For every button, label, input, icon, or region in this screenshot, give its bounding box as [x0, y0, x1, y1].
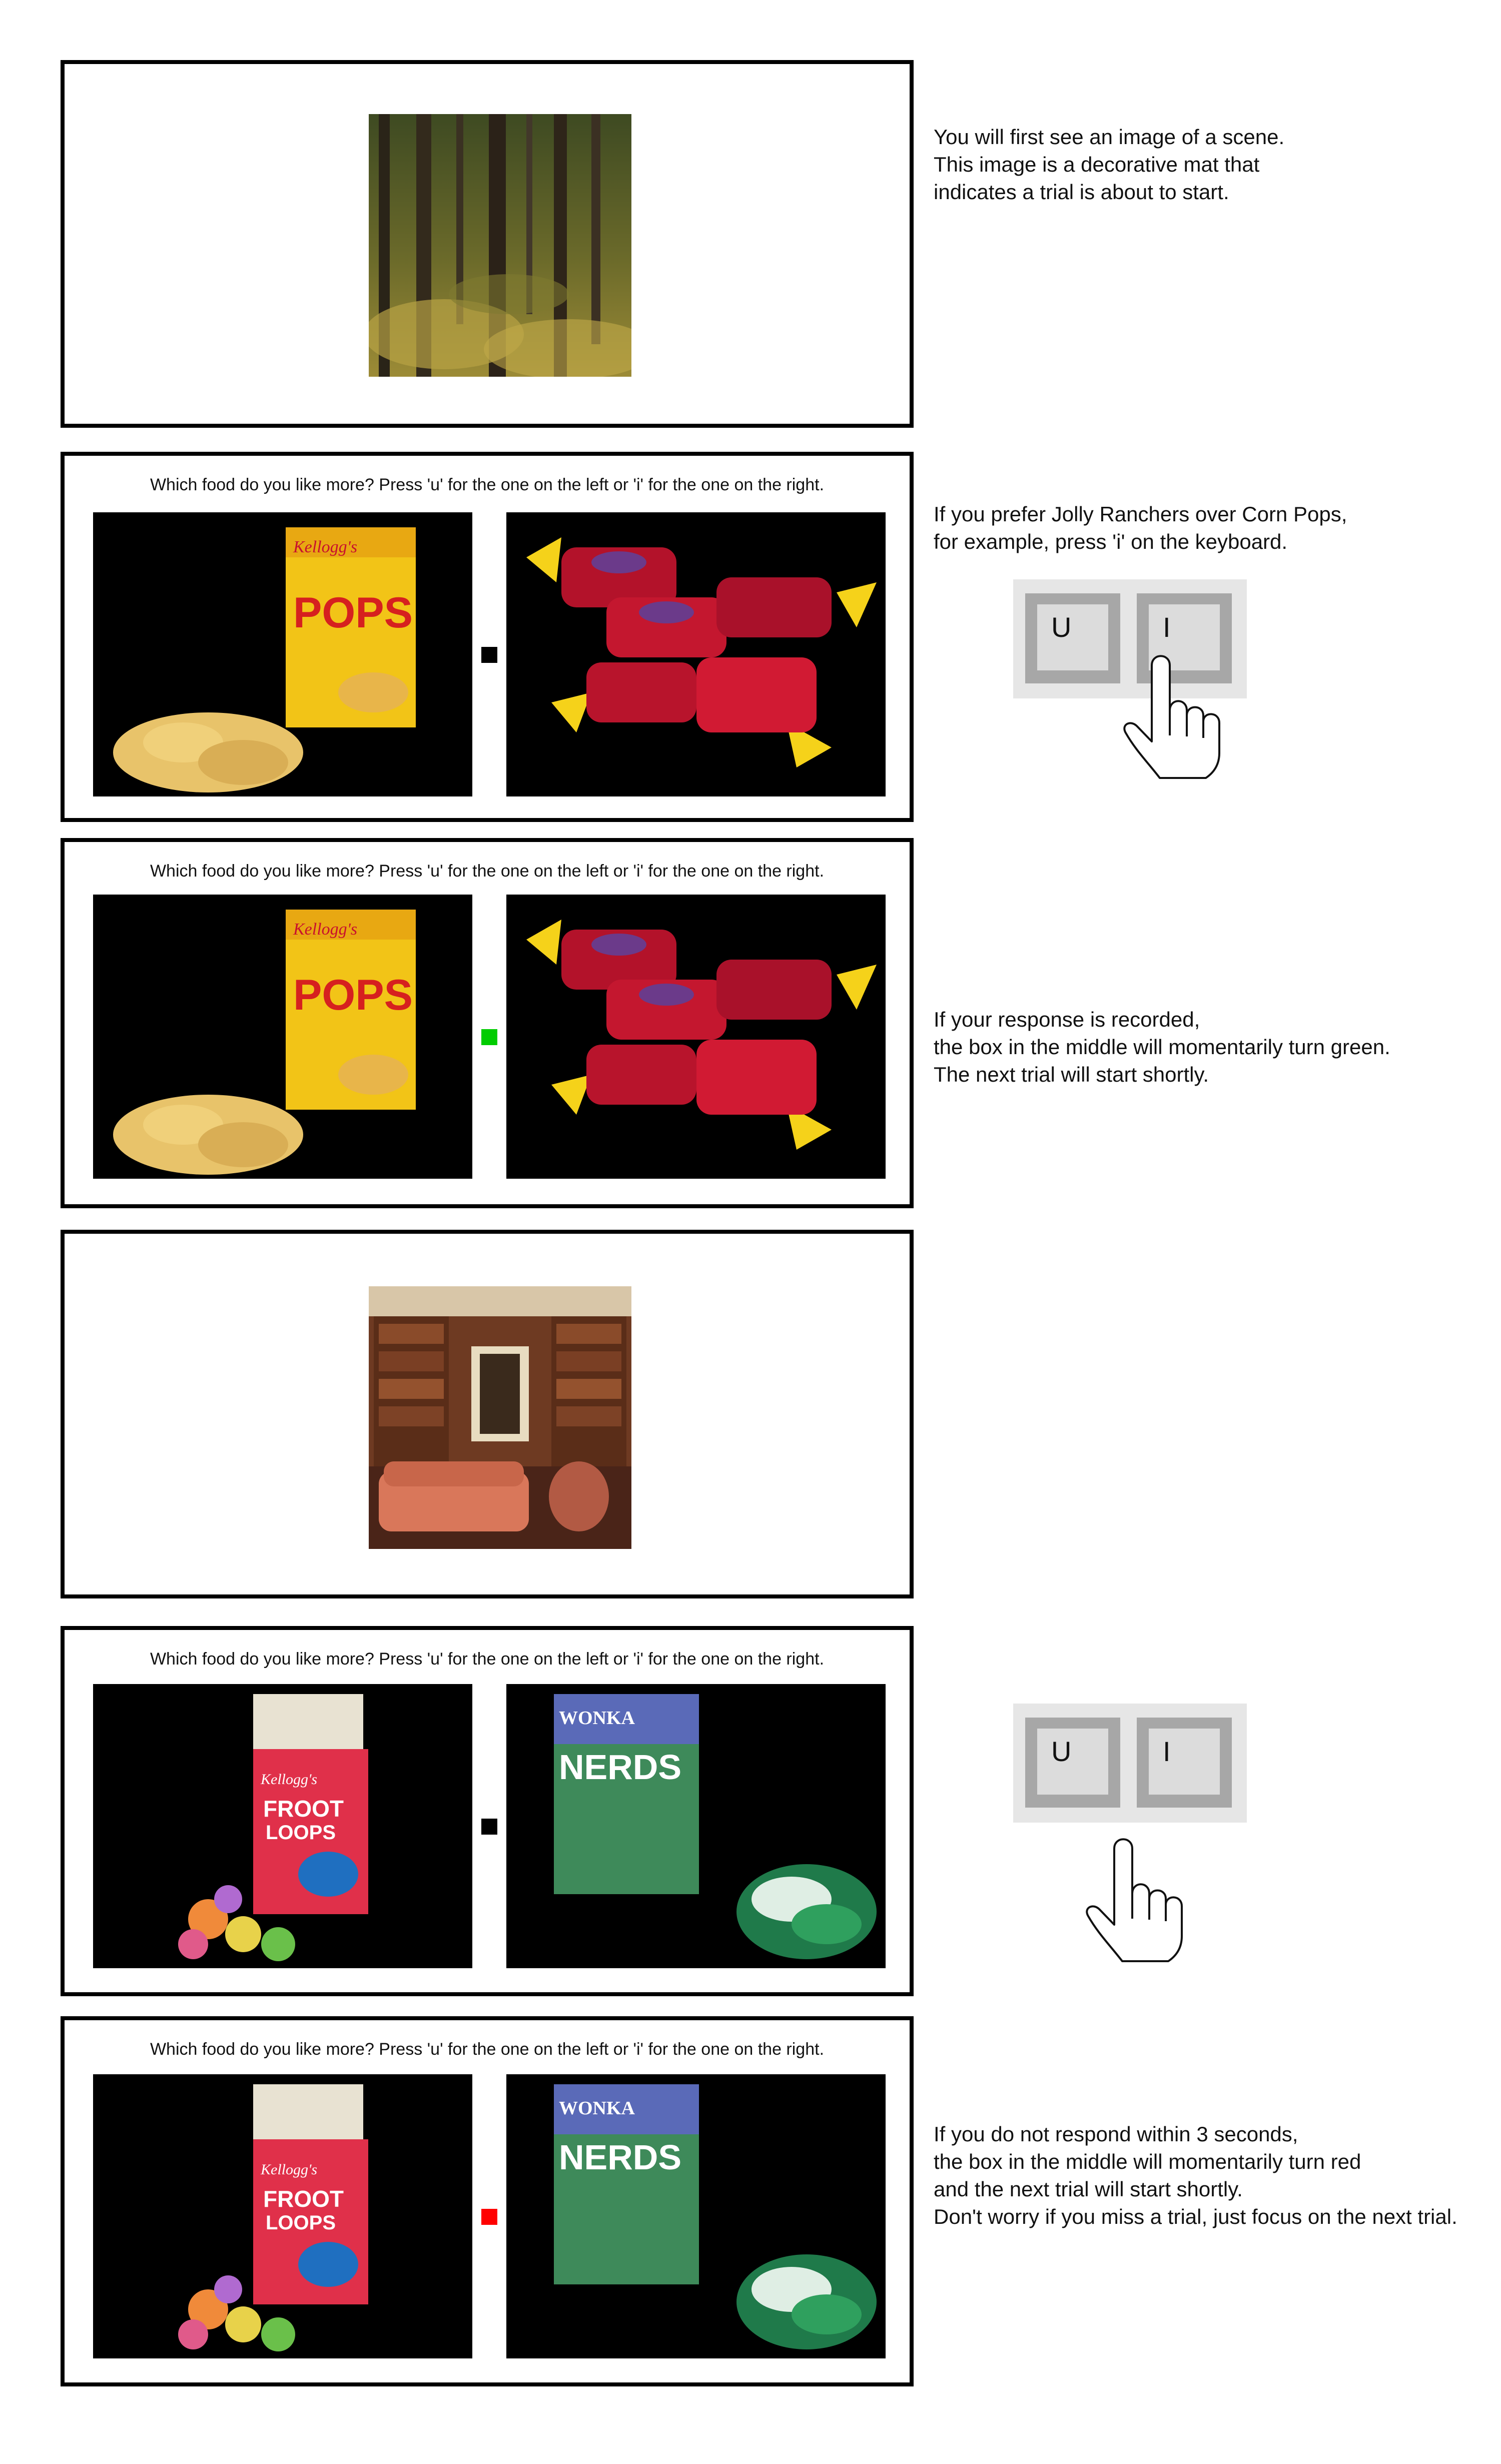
keyboard-illustration: U I [1013, 579, 1247, 698]
choice-prompt: Which food do you like more? Press 'u' f… [150, 2040, 825, 2059]
left-food-froot-loops: Kellogg's FROOT LOOPS [93, 1684, 472, 1968]
fixation-box [481, 647, 497, 663]
nerds-logo-text: NERDS [559, 1748, 681, 1787]
right-food-nerds: WONKA NERDS [506, 1684, 886, 1968]
wonka-logo-text: WONKA [559, 1708, 635, 1729]
keyboard-illustration: U I [1013, 1704, 1247, 1823]
fixation-box-green [481, 1029, 497, 1045]
left-food-corn-pops: Kellogg's POPS [93, 512, 472, 796]
trial-panel-recorded: Which food do you like more? Press 'u' f… [61, 838, 914, 1208]
choice-prompt: Which food do you like more? Press 'u' f… [150, 862, 825, 881]
kelloggs-logo-text: Kellogg's [260, 2161, 317, 2178]
trial-panel-choice: Which food do you like more? Press 'u' f… [61, 452, 914, 822]
recorded-description: If your response is recorded, the box in… [934, 1008, 1390, 1086]
choice-prompt: Which food do you like more? Press 'u' f… [150, 1650, 825, 1669]
left-food-corn-pops: Kellogg's POPS [93, 895, 472, 1179]
pops-logo-text: POPS [293, 589, 413, 637]
kelloggs-logo-text: Kellogg's [293, 920, 357, 939]
pointing-hand-icon [1123, 655, 1220, 779]
trial-panel-scene-forest [61, 60, 914, 428]
u-key: U [1025, 1718, 1120, 1808]
u-key-label: U [1051, 611, 1072, 643]
pops-logo-text: POPS [293, 971, 413, 1019]
kelloggs-logo-text: Kellogg's [293, 538, 357, 556]
pointing-hand-icon [1086, 1838, 1183, 1962]
loops-logo-text: LOOPS [266, 1822, 336, 1844]
kelloggs-logo-text: Kellogg's [260, 1771, 317, 1788]
froot-logo-text: FROOT [263, 2186, 344, 2212]
trial-panel-scene-library [61, 1230, 914, 1598]
trial-panel-waiting: Which food do you like more? Press 'u' f… [61, 1626, 914, 1996]
library-scene-image [369, 1286, 631, 1549]
choice-prompt: Which food do you like more? Press 'u' f… [150, 475, 825, 494]
right-food-jolly-ranchers [506, 895, 886, 1179]
i-key-label: I [1163, 1736, 1171, 1767]
trial-panel-missed: Which food do you like more? Press 'u' f… [61, 2016, 914, 2386]
nerds-logo-text: NERDS [559, 2138, 681, 2177]
u-key-label: U [1051, 1736, 1072, 1767]
i-key-label: I [1163, 611, 1171, 643]
froot-logo-text: FROOT [263, 1796, 344, 1822]
i-key: I [1137, 1718, 1232, 1808]
fixation-box [481, 1819, 497, 1835]
u-key: U [1025, 593, 1120, 683]
i-key: I [1137, 593, 1232, 683]
scene-intro-description: You will first see an image of a scene. … [934, 125, 1285, 204]
wonka-logo-text: WONKA [559, 2098, 635, 2119]
right-food-jolly-ranchers [506, 512, 886, 796]
choice-description: If you prefer Jolly Ranchers over Corn P… [934, 502, 1347, 553]
left-food-froot-loops: Kellogg's FROOT LOOPS [93, 2074, 472, 2358]
fixation-box-red [481, 2209, 497, 2225]
forest-scene-image [369, 114, 631, 377]
missed-description: If you do not respond within 3 seconds, … [934, 2122, 1457, 2228]
right-food-nerds: WONKA NERDS [506, 2074, 886, 2358]
loops-logo-text: LOOPS [266, 2212, 336, 2234]
